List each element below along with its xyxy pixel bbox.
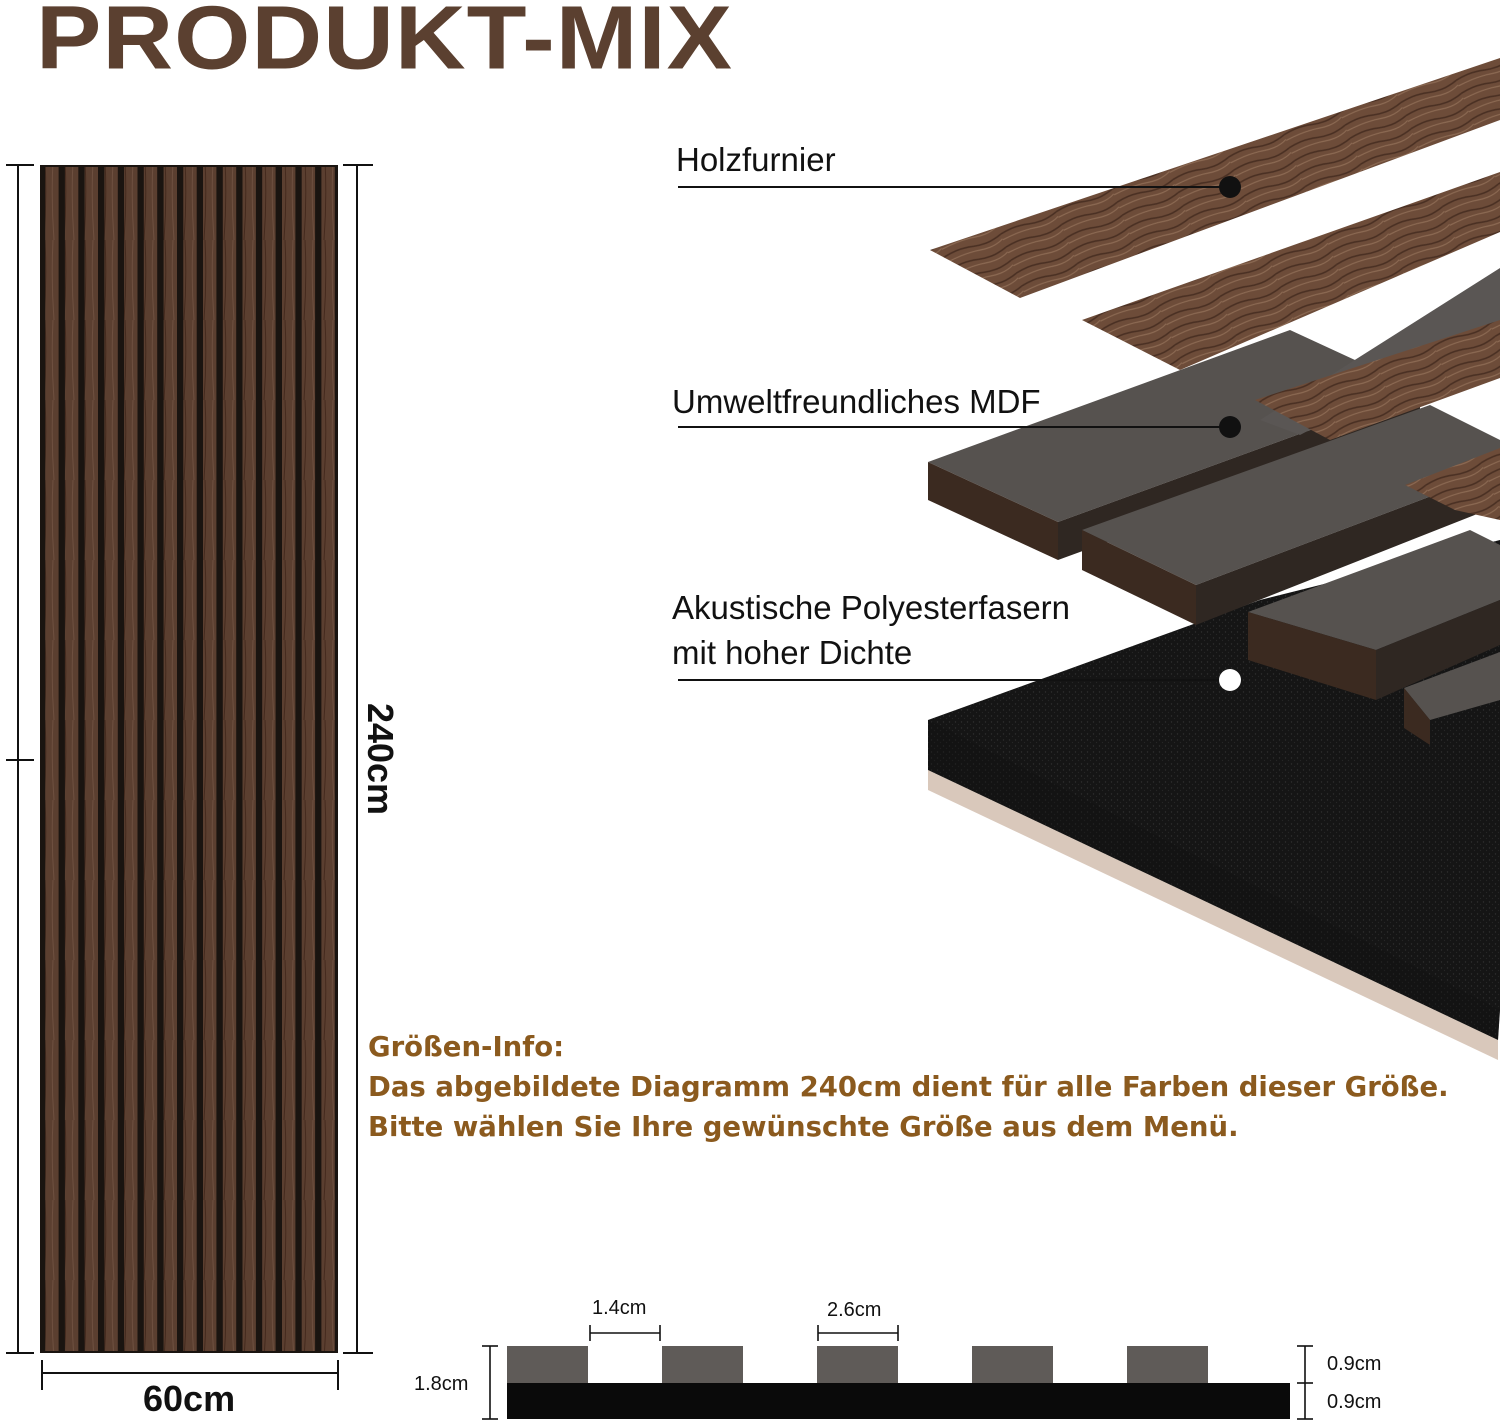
panel-illustration — [40, 165, 338, 1353]
panel-slat — [242, 167, 256, 1351]
panel-width-label: 60cm — [143, 1378, 236, 1419]
panel-slat — [163, 167, 177, 1351]
cross-section-slats — [507, 1346, 1208, 1383]
panel-slat — [64, 167, 79, 1351]
page-title: PRODUKT-MIX — [36, 0, 733, 88]
size-info-heading: Größen-Info: — [368, 1031, 565, 1063]
panel-slat — [183, 167, 197, 1351]
size-info: Größen-Info: Das abgebildete Diagramm 24… — [368, 1027, 1449, 1147]
cross-section-slat — [662, 1346, 743, 1383]
panel-slat — [45, 167, 59, 1351]
height-dimension — [6, 164, 373, 1354]
panel-slat — [222, 167, 237, 1351]
cross-section-slat — [972, 1346, 1053, 1383]
panel-slat — [262, 167, 276, 1351]
slat-width-label: 2.6cm — [827, 1299, 882, 1321]
gap-width-label: 1.4cm — [592, 1297, 647, 1319]
felt-strip — [507, 1383, 1290, 1419]
width-dimension — [41, 1360, 339, 1390]
cross-section-slat — [507, 1346, 588, 1383]
total-height-bracket — [482, 1345, 498, 1420]
layer-height-brackets — [1297, 1345, 1313, 1420]
callouts — [678, 176, 1241, 691]
cross-section-diagram — [482, 1325, 1313, 1420]
layer-label-mdf: Umweltfreundliches MDF — [672, 383, 1041, 420]
width-brackets — [589, 1325, 899, 1341]
callout-dot-veneer — [1219, 176, 1241, 198]
panel-slat — [203, 167, 217, 1351]
panel-slat — [301, 167, 316, 1351]
panel-slat — [282, 167, 296, 1351]
panel-slat — [143, 167, 158, 1351]
panel-slat — [84, 167, 98, 1351]
callout-dot-mdf — [1219, 416, 1241, 438]
panel-height-label: 240cm — [360, 702, 401, 816]
felt-thickness-label: 0.9cm — [1327, 1391, 1382, 1413]
cross-section-slat — [817, 1346, 898, 1383]
cross-section-slat — [1127, 1346, 1208, 1383]
layer-label-felt-line1: Akustische Polyesterfasern — [672, 589, 1071, 626]
panel-slat — [124, 167, 138, 1351]
size-info-line2: Bitte wählen Sie Ihre gewünschte Größe a… — [368, 1111, 1239, 1143]
panel-slat — [321, 167, 335, 1351]
layer-label-felt-line2: mit hoher Dichte — [672, 634, 913, 671]
size-info-line1: Das abgebildete Diagramm 240cm dient für… — [368, 1071, 1449, 1103]
layer-label-veneer: Holzfurnier — [676, 141, 836, 178]
panel-slat — [104, 167, 118, 1351]
veneer-layer — [930, 58, 1500, 520]
slat-thickness-label: 0.9cm — [1327, 1353, 1382, 1375]
callout-dot-felt — [1219, 669, 1241, 691]
panel-slats — [45, 167, 335, 1351]
total-thickness-label: 1.8cm — [414, 1373, 469, 1395]
